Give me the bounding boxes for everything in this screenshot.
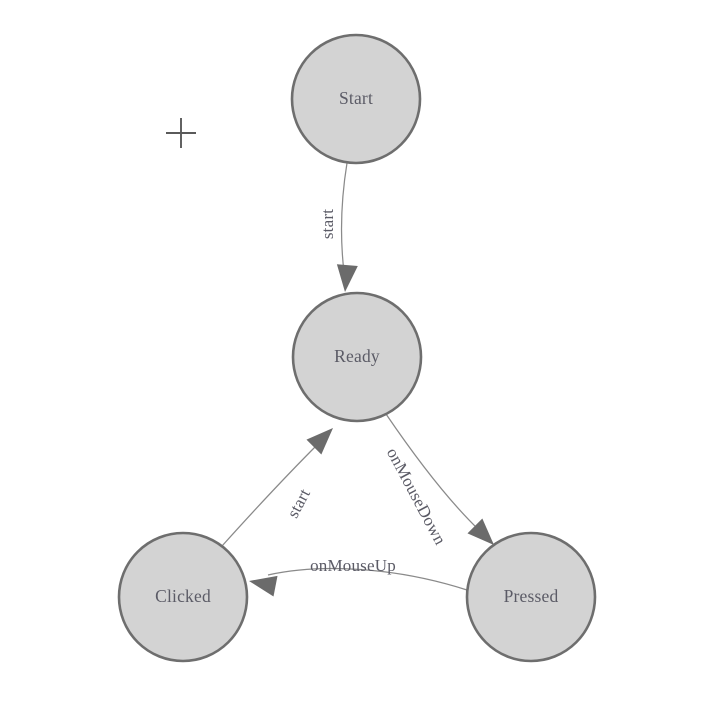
edge-ready-to-pressed[interactable]: onMouseDown [383,413,502,552]
node-clicked[interactable]: Clicked [117,531,249,663]
edge-start-to-ready[interactable]: start [318,162,358,293]
node-circle-ready[interactable] [291,291,423,423]
node-circle-pressed[interactable] [465,531,597,663]
node-ready[interactable]: Ready [291,291,423,423]
node-label-pressed: Pressed [504,586,559,606]
node-label-ready: Ready [334,346,380,366]
node-label-clicked: Clicked [155,586,211,606]
node-circle-start[interactable] [290,33,422,165]
arrowhead-ready-to-pressed [467,518,494,545]
edge-line-ready-to-pressed [385,413,480,531]
node-pressed[interactable]: Pressed [465,531,597,663]
edge-pressed-to-clicked[interactable]: onMouseUp [247,556,468,597]
edge-label-pressed-to-clicked: onMouseUp [310,556,396,575]
node-start[interactable]: Start [290,33,422,165]
arrowhead-start-to-ready [336,264,358,292]
markers-layer [166,118,196,148]
edge-line-start-to-ready [340,162,348,273]
arrowhead-pressed-to-clicked [249,575,278,597]
edge-clicked-to-ready[interactable]: start [221,421,340,547]
edge-line-clicked-to-ready [221,442,320,547]
edge-line-pressed-to-clicked [267,567,468,591]
crosshair-icon [166,118,196,148]
edge-label-clicked-to-ready: start [283,485,314,521]
arrowhead-clicked-to-ready [306,428,333,455]
edge-label-ready-to-pressed: onMouseDown [383,445,450,549]
node-circle-clicked[interactable] [117,531,249,663]
edge-label-start-to-ready: start [318,209,337,239]
node-label-start: Start [339,88,373,108]
